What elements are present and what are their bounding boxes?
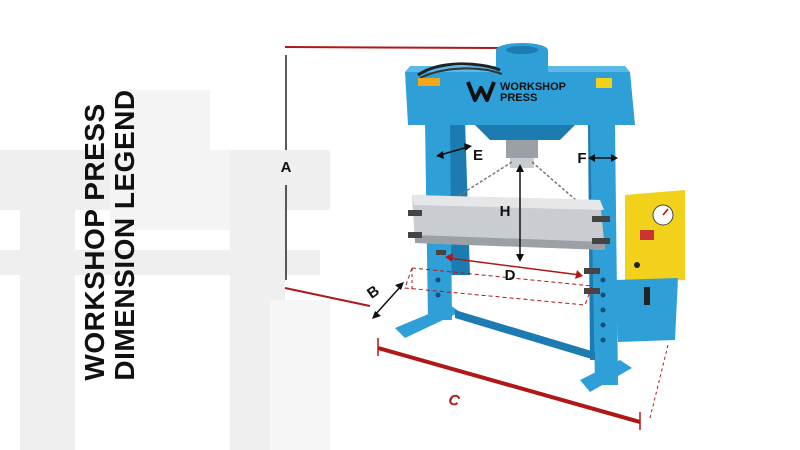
dimension-b bbox=[372, 282, 404, 319]
dimension-a bbox=[284, 46, 501, 307]
working-table-beam bbox=[408, 195, 610, 294]
dimension-label-h: H bbox=[500, 203, 511, 220]
dimension-label-d: D bbox=[505, 267, 516, 284]
dimension-h bbox=[516, 164, 524, 262]
page-title: WORKSHOP PRESS DIMENSION LEGEND bbox=[79, 89, 140, 381]
dimension-label-f: F bbox=[577, 150, 586, 167]
page-title-line2: DIMENSION LEGEND bbox=[109, 89, 140, 381]
dimension-label-c: C bbox=[447, 391, 462, 410]
brand-name-line1: WORKSHOP bbox=[500, 81, 566, 93]
dimension-e bbox=[436, 143, 472, 159]
brand-logo: WORKSHOP PRESS bbox=[418, 78, 612, 104]
dimension-f bbox=[588, 154, 618, 162]
control-box bbox=[615, 190, 685, 342]
dimension-label-e: E bbox=[473, 147, 483, 164]
dimension-c bbox=[377, 338, 669, 430]
dimension-d bbox=[404, 253, 593, 306]
page-title-line1: WORKSHOP PRESS bbox=[79, 103, 110, 381]
ram-chains bbox=[454, 161, 586, 209]
dimension-label-a: A bbox=[281, 159, 292, 176]
dimension-label-b: B bbox=[364, 282, 383, 302]
background-press-watermark bbox=[0, 90, 330, 450]
brand-name-line2: PRESS bbox=[500, 92, 537, 104]
